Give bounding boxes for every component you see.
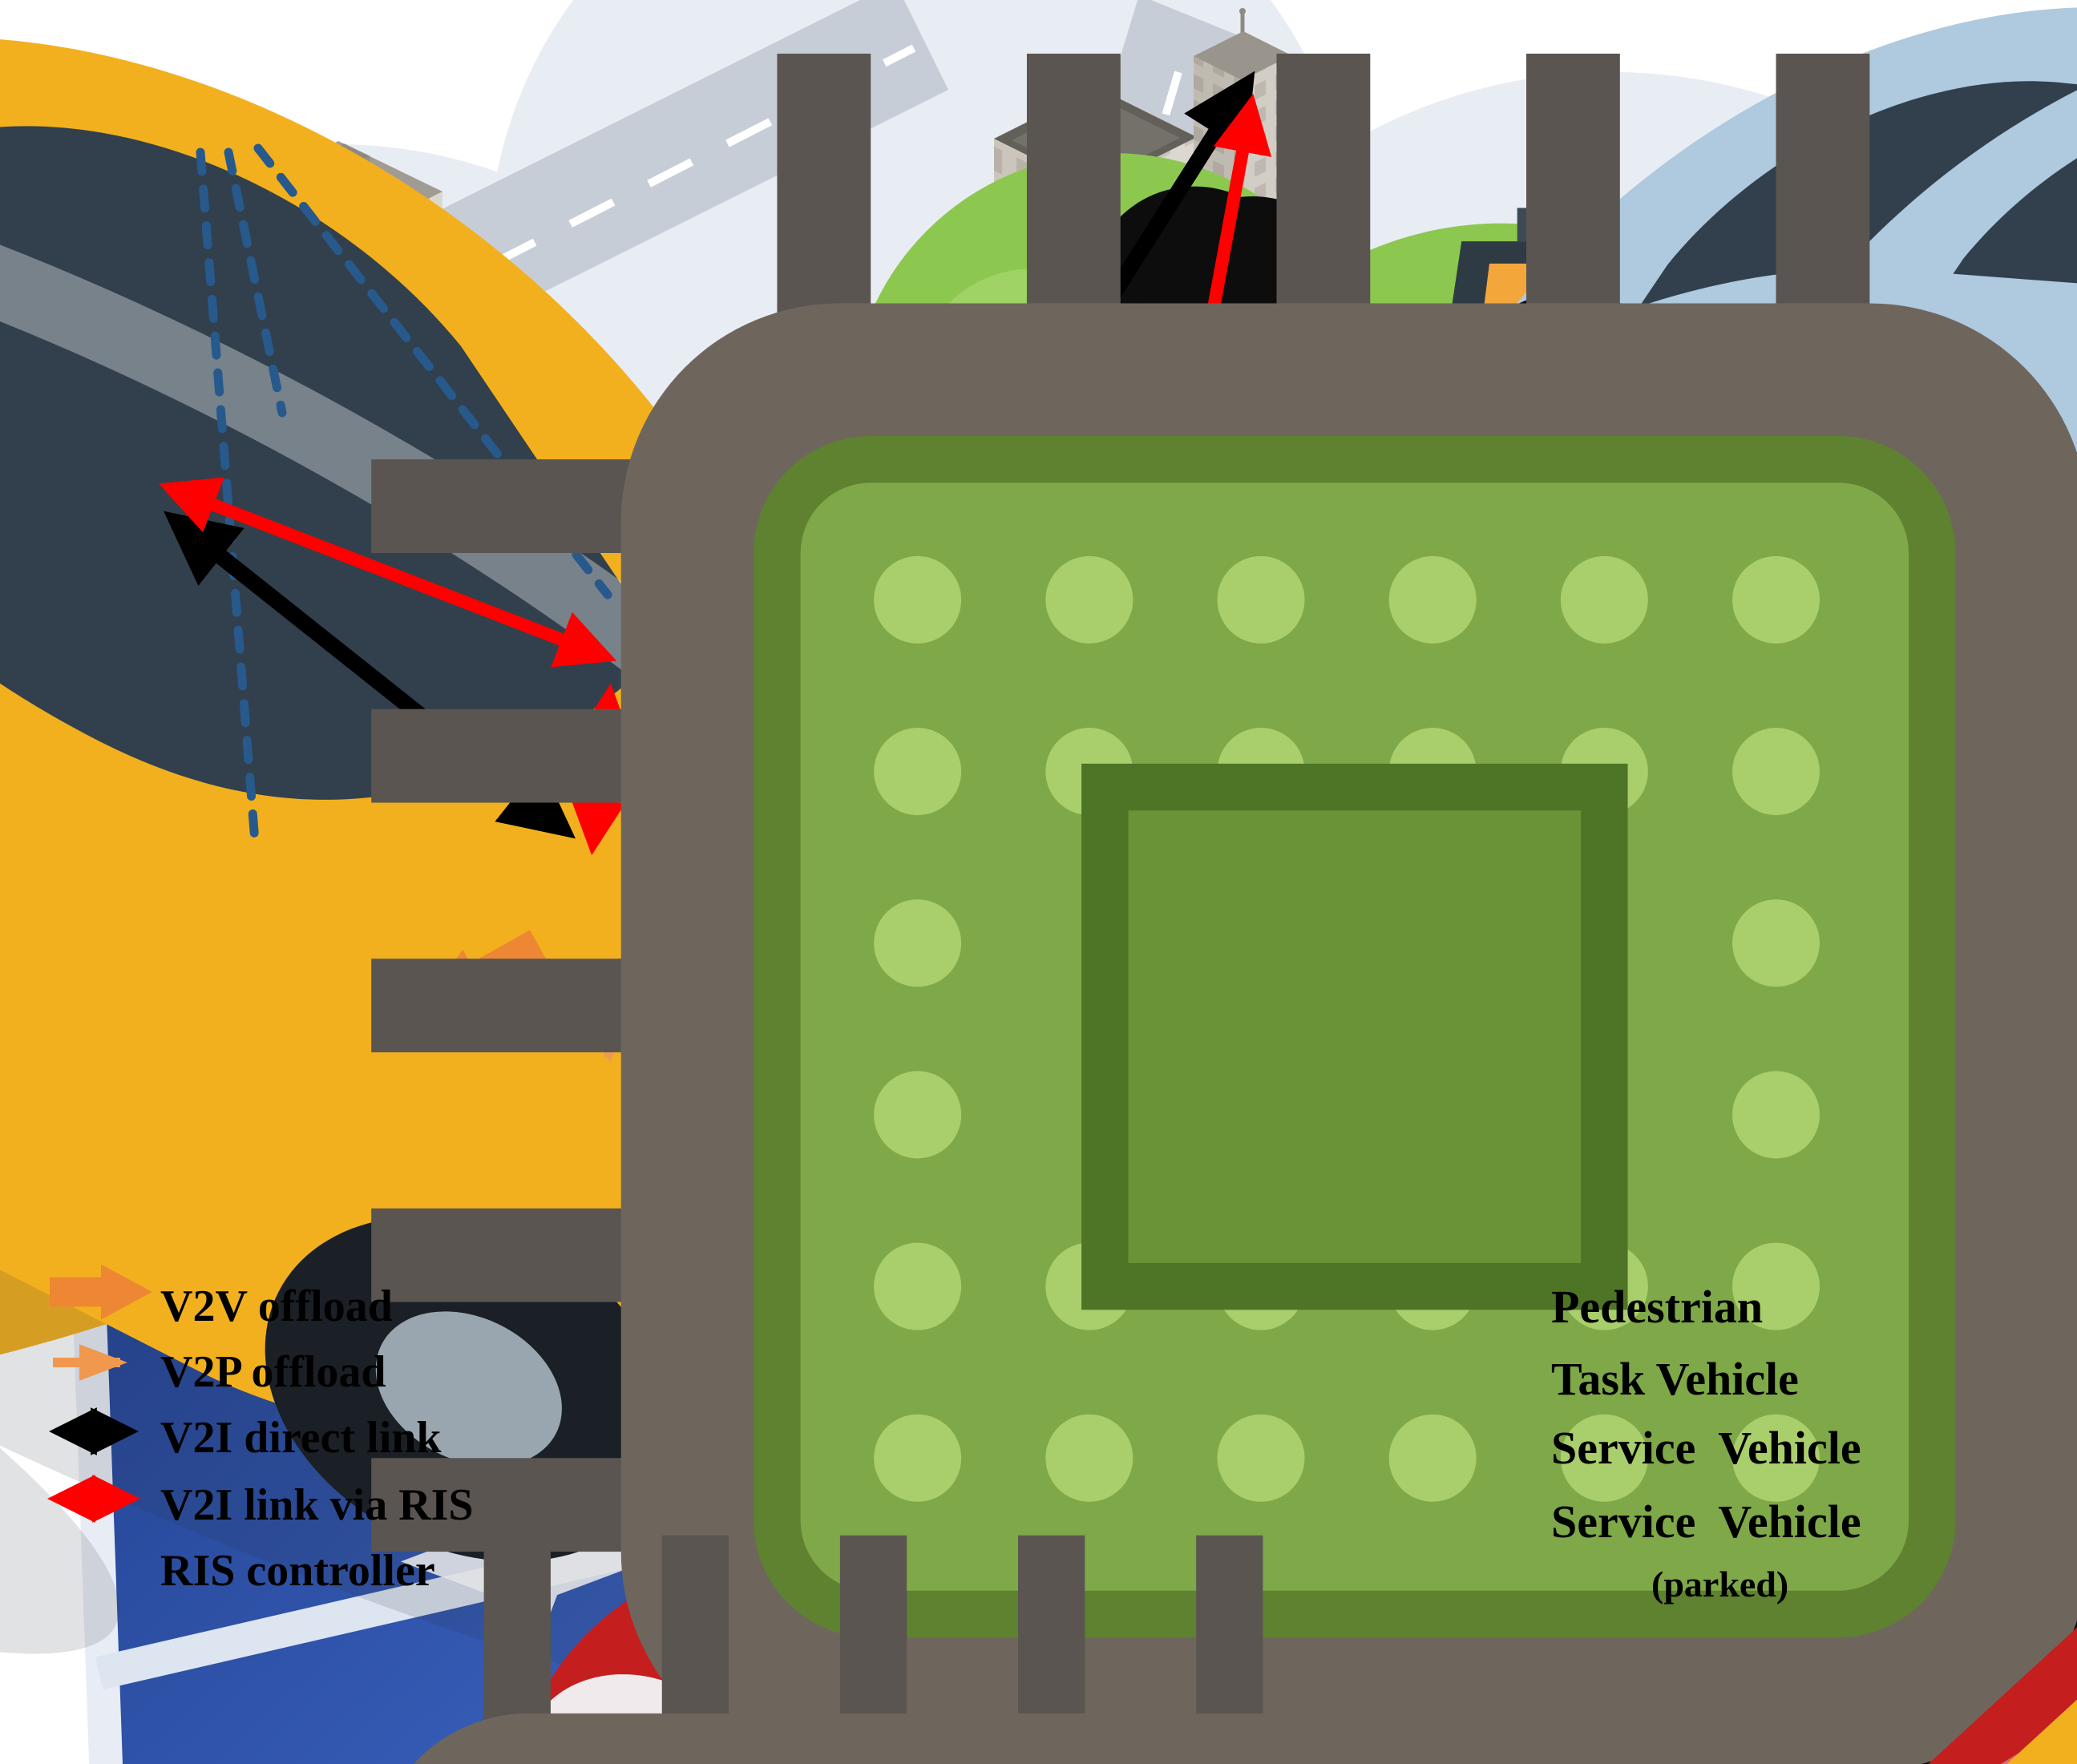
- legend-sublabel-parked: (parked): [1651, 1564, 1788, 1605]
- v2i-ris-link-arrow: [158, 477, 617, 668]
- ris-control-link: [224, 147, 287, 418]
- legend-left: V2V offload V2P offload V2I direct link …: [47, 1264, 1598, 1764]
- legend-label-ris-link: V2I link via RIS: [160, 1480, 474, 1530]
- ris-control-link: [253, 143, 612, 599]
- legend-label-task-vehicle: Task Vehicle: [1551, 1353, 1799, 1405]
- legend-label-v2p: V2P offload: [160, 1347, 386, 1397]
- legend-label-v2i: V2I direct link: [160, 1413, 442, 1463]
- legend-label-service-vehicle: Service Vehicle: [1551, 1422, 1861, 1474]
- legend-right: Pedestrian Task Vehicle Service Vehicle …: [1551, 1237, 2077, 1764]
- legend-label-parked-service-vehicle: Service Vehicle: [1551, 1496, 1861, 1548]
- legend-label-ris-controller: RIS controller: [160, 1546, 435, 1596]
- legend-label-pedestrian: Pedestrian: [1551, 1281, 1763, 1333]
- legend-label-v2v: V2V offload: [160, 1282, 393, 1331]
